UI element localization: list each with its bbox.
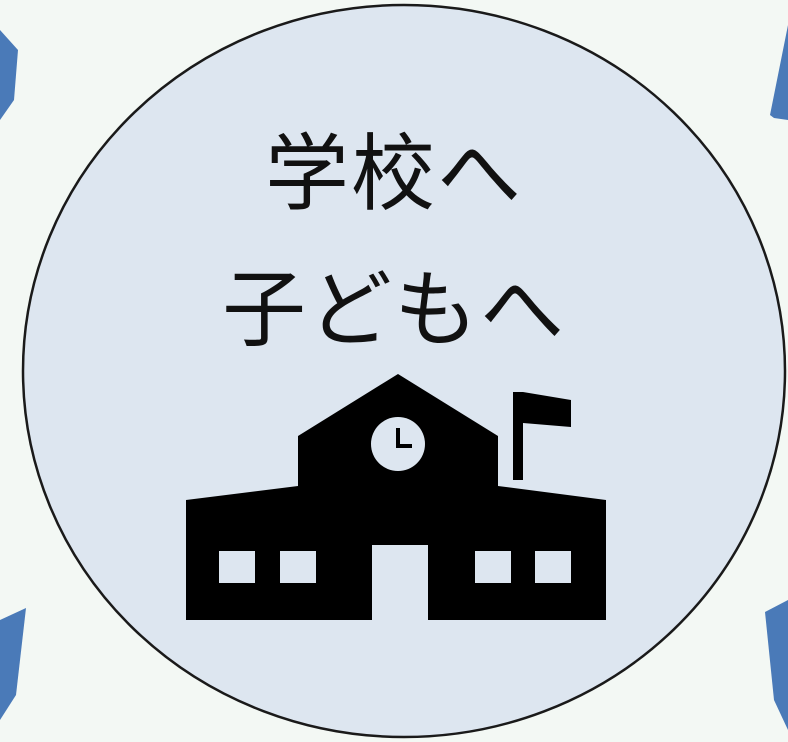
arrow-bottom-left bbox=[0, 608, 26, 720]
center-circle bbox=[21, 3, 787, 739]
window-2 bbox=[280, 551, 316, 583]
school-building-center bbox=[298, 480, 498, 540]
arrow-top-left bbox=[0, 30, 18, 120]
window-4 bbox=[535, 551, 571, 583]
flag bbox=[523, 392, 571, 427]
caption-line-1: 学校へ bbox=[264, 125, 523, 223]
clock-hands bbox=[396, 428, 412, 448]
flag-pole bbox=[513, 392, 523, 480]
door bbox=[372, 545, 428, 620]
school-building-base bbox=[186, 540, 372, 620]
school-building-icon bbox=[186, 374, 606, 620]
caption-line-2: 子どもへ bbox=[221, 261, 566, 359]
window-1 bbox=[219, 551, 255, 583]
window-3 bbox=[475, 551, 511, 583]
arrow-top-right bbox=[770, 25, 788, 120]
arrow-bottom-right bbox=[765, 600, 788, 730]
